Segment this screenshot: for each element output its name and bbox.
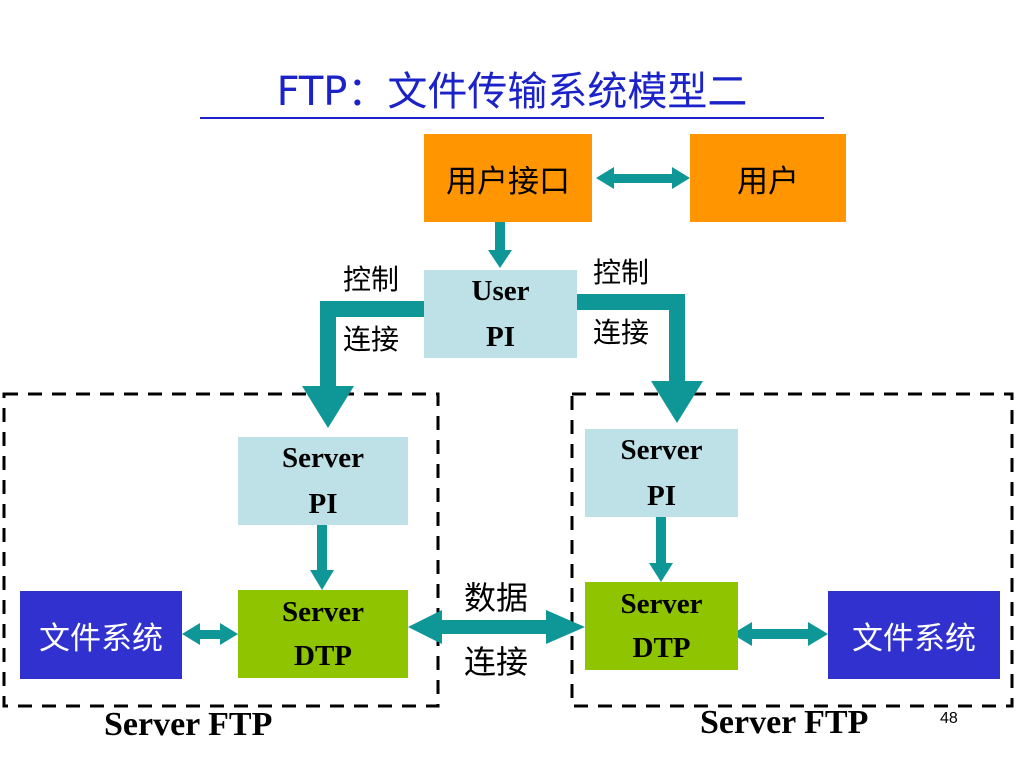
user-pi-line1: User xyxy=(471,275,530,307)
ui-to-userpi-arrow xyxy=(488,222,512,268)
control-connection-left-label: 控制 连接 xyxy=(336,250,406,370)
server-dtp-left-line2: DTP xyxy=(294,640,352,672)
page-title: FTP：文件传输系统模型二 xyxy=(276,69,748,115)
control-right-line1: 控制 xyxy=(592,256,649,289)
server-pi-to-dtp-left-arrow xyxy=(310,524,334,590)
control-connection-right-label: 控制 连接 xyxy=(586,243,656,363)
data-connection-label: 数据 连接 xyxy=(450,566,542,694)
server-ftp-left-boundary xyxy=(2,392,440,708)
server-dtp-left-line1: Server xyxy=(281,596,365,628)
control-left-line2: 连接 xyxy=(342,323,399,356)
user-label: 用户 xyxy=(737,163,799,200)
data-connection-double-arrow xyxy=(408,610,585,644)
server-dtp-left-box: Server DTP xyxy=(238,590,408,678)
server-dtp-right-line2: DTP xyxy=(632,632,691,664)
server-ftp-right-boundary xyxy=(570,392,1014,708)
server-pi-right-line2: PI xyxy=(647,480,676,512)
server-pi-right-box: Server PI xyxy=(585,429,738,517)
user-interface-label: 用户接口 xyxy=(446,163,570,200)
control-right-line2: 连接 xyxy=(592,316,649,349)
data-connection-line1: 数据 xyxy=(463,579,528,617)
control-connection-right-arrow xyxy=(577,294,703,423)
server-dtp-right-box: Server DTP xyxy=(585,582,738,670)
file-system-right-label: 文件系统 xyxy=(852,620,976,657)
dtp-filesystem-right-double-arrow xyxy=(732,622,828,646)
server-pi-left-box: Server PI xyxy=(238,437,408,525)
ui-user-double-arrow xyxy=(596,167,690,189)
data-connection-line2: 连接 xyxy=(463,643,528,681)
file-system-right-box: 文件系统 xyxy=(828,591,1000,679)
server-ftp-right-label: Server FTP xyxy=(700,704,869,741)
file-system-left-label: 文件系统 xyxy=(39,620,163,657)
file-system-left-box: 文件系统 xyxy=(20,591,182,679)
server-pi-right-line1: Server xyxy=(620,434,703,466)
server-dtp-right-line1: Server xyxy=(620,588,703,620)
server-ftp-left-label: Server FTP xyxy=(104,706,273,743)
user-interface-box: 用户接口 xyxy=(424,134,592,222)
server-pi-left-line1: Server xyxy=(281,442,365,474)
filesystem-dtp-left-double-arrow xyxy=(182,623,238,645)
user-pi-line2: PI xyxy=(486,321,515,353)
control-connection-left-arrow xyxy=(302,301,424,428)
user-pi-box: User PI xyxy=(424,270,577,358)
user-box: 用户 xyxy=(690,134,846,222)
title-underline xyxy=(200,117,824,119)
server-pi-to-dtp-right-arrow xyxy=(649,516,673,582)
control-left-line1: 控制 xyxy=(342,263,399,296)
server-pi-left-line2: PI xyxy=(308,488,338,520)
page-number: 48 xyxy=(940,710,958,727)
